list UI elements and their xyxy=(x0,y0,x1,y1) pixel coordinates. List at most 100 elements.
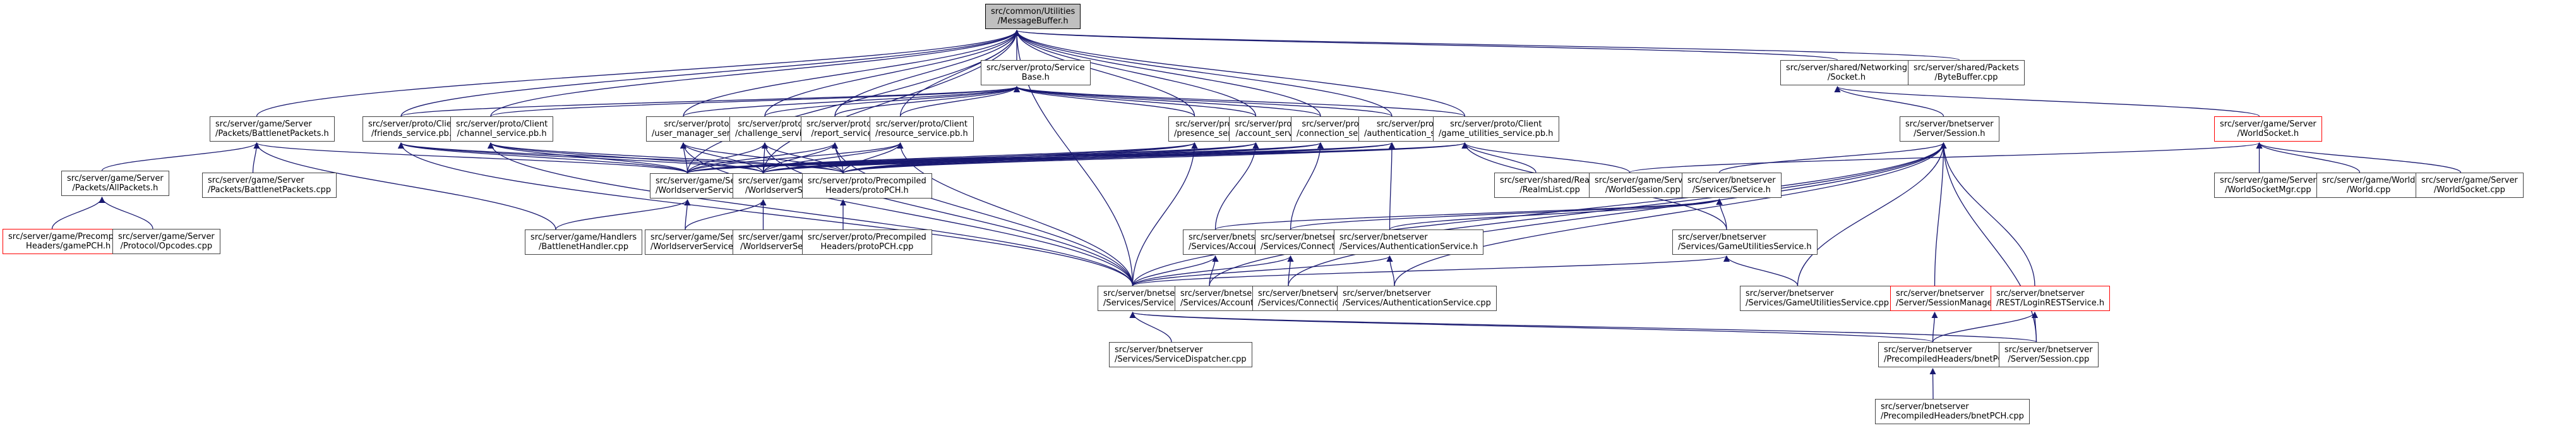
dependency-edge xyxy=(2256,142,2462,173)
graph-node-sessionmgr[interactable]: src/server/bnetserver/Server/SessionMana… xyxy=(1890,286,2009,311)
graph-node-bnetpackets-cpp[interactable]: src/server/game/Server/Packets/Battlenet… xyxy=(202,173,337,198)
graph-node-session-h[interactable]: src/server/bnetserver/Server/Session.h xyxy=(1900,116,1999,142)
dependency-edge xyxy=(1290,142,1324,230)
graph-node-world-cpp[interactable]: src/server/game/World/World.cpp xyxy=(2316,173,2421,198)
graph-node-resource[interactable]: src/server/proto/Client/resource_service… xyxy=(870,116,974,142)
graph-node-loginrest[interactable]: src/server/bnetserver/REST/LoginRESTServ… xyxy=(1991,286,2111,311)
dependency-edge xyxy=(686,142,838,174)
dependency-edge xyxy=(488,142,764,174)
graph-node-service-h[interactable]: src/server/bnetserver/Services/Service.h xyxy=(1682,173,1782,198)
node-label-line: /Services/GameUtilitiesService.h xyxy=(1678,242,1812,252)
dependency-edge xyxy=(842,142,1468,174)
dependency-edge xyxy=(1014,30,1393,117)
node-label-line: src/server/bnetserver xyxy=(1339,233,1428,242)
node-label-line: src/server/bnetserver xyxy=(1189,233,1277,242)
node-label-line: /Packets/BattlenetPackets.cpp xyxy=(208,185,332,195)
dependency-edge xyxy=(1014,86,1393,117)
graph-node-session-cpp[interactable]: src/server/bnetserver/Server/Session.cpp xyxy=(1999,342,2099,367)
graph-node-bytebuffer[interactable]: src/server/shared/Packets/ByteBuffer.cpp xyxy=(1908,60,2025,85)
node-label-line: /PrecompiledHeaders/bnetPCH.h xyxy=(1884,355,2018,364)
graph-node-friends[interactable]: src/server/proto/Client/friends_service.… xyxy=(362,116,466,142)
dependency-edge xyxy=(1389,199,1723,230)
node-label-line: /WorldSocket.cpp xyxy=(2433,185,2505,195)
graph-node-realmlist[interactable]: src/server/shared/Realm/RealmList.cpp xyxy=(1494,173,1606,198)
dependency-edge xyxy=(1629,142,2262,173)
dependency-edge xyxy=(252,142,260,173)
graph-node-opcodes[interactable]: src/server/game/Server/Protocol/Opcodes.… xyxy=(112,229,220,254)
dependency-edge xyxy=(1014,86,1466,117)
dependency-edge xyxy=(899,86,1020,117)
graph-node-svcdispatcher-cpp[interactable]: src/server/bnetserver/Services/ServiceDi… xyxy=(1109,342,1252,367)
dependency-edge xyxy=(762,30,1020,174)
graph-node-allpackets[interactable]: src/server/game/Server/Packets/AllPacket… xyxy=(61,171,169,196)
node-label-line: /REST/LoginRESTService.h xyxy=(1996,298,2105,308)
node-label-line: src/server/game/World xyxy=(2322,176,2416,185)
node-label-line: Base.h xyxy=(1021,73,1050,82)
dependency-edge xyxy=(2032,312,2039,343)
graph-node-bnethandler[interactable]: src/server/game/Handlers/BattlenetHandle… xyxy=(525,229,643,255)
graph-node-worldsession[interactable]: src/server/game/Server/WorldSession.cpp xyxy=(1589,173,1697,198)
node-label-line: /friends_service.pb.h xyxy=(371,129,457,138)
dependency-edge xyxy=(1716,199,1727,230)
node-label-line: /Server/Session.cpp xyxy=(2008,355,2090,364)
node-label-line: src/server/bnetserver xyxy=(1881,402,1969,412)
dependency-edge xyxy=(1130,312,1934,343)
dependency-edge xyxy=(1288,142,1947,286)
graph-node-authsvc-h[interactable]: src/server/bnetserver/Services/Authentic… xyxy=(1334,229,1484,255)
node-label-line: /RealmList.cpp xyxy=(1519,185,1580,195)
node-label-line: src/server/shared/Networking xyxy=(1786,63,1907,73)
node-label-line: src/server/bnetserver xyxy=(1343,289,1431,298)
dependency-edge xyxy=(1129,312,1172,343)
dependency-edge xyxy=(1209,142,1947,286)
dependency-edge xyxy=(2256,142,2361,173)
node-label-line: /Server/SessionManager.h xyxy=(1896,298,2003,308)
dependency-edge xyxy=(1934,142,1947,286)
graph-node-bnetpackets-h[interactable]: src/server/game/Server/Packets/Battlenet… xyxy=(210,116,335,142)
node-label-line: src/server/game/Server xyxy=(208,176,304,185)
graph-node-root[interactable]: src/common/Utilities/MessageBuffer.h xyxy=(985,4,1081,29)
dependency-edge xyxy=(1014,86,1257,117)
graph-node-gameutilsvc-cpp[interactable]: src/server/bnetserver/Services/GameUtili… xyxy=(1740,286,1895,311)
dependency-edge xyxy=(764,86,1020,117)
node-label-line: src/server/bnetserver xyxy=(1103,289,1192,298)
node-label-line: src/server/bnetserver xyxy=(1905,119,1994,129)
node-label-line: /ByteBuffer.cpp xyxy=(1934,73,1998,82)
dependency-edge xyxy=(1388,142,1395,230)
dependency-edge xyxy=(1932,312,2038,343)
node-label-line: /WorldSocketMgr.cpp xyxy=(2225,185,2311,195)
graph-node-gameutilsvc-h[interactable]: src/server/bnetserver/Services/GameUtili… xyxy=(1672,229,1818,255)
node-label-line: src/server/bnetserver xyxy=(1261,233,1349,242)
dependency-edge xyxy=(398,142,688,174)
graph-node-worldsocket-h[interactable]: src/server/game/Server/WorldSocket.h xyxy=(2214,116,2322,142)
graph-node-socket[interactable]: src/server/shared/Networking/Socket.h xyxy=(1780,60,1913,85)
dependency-edge xyxy=(256,30,1020,117)
dependency-edge xyxy=(680,142,1134,286)
graph-node-bnetpch-cpp[interactable]: src/server/bnetserver/PrecompiledHeaders… xyxy=(1875,399,2030,424)
dependency-edge xyxy=(686,142,904,174)
node-label-line: Headers/protoPCH.cpp xyxy=(820,242,914,252)
node-label-line: src/server/bnetserver xyxy=(1996,289,2085,298)
graph-node-authsvc-cpp[interactable]: src/server/bnetserver/Services/Authentic… xyxy=(1337,286,1497,311)
graph-node-gameutil[interactable]: src/server/proto/Client/game_utilities_s… xyxy=(1433,116,1559,142)
node-label-line: /Server/Session.h xyxy=(1914,129,1986,138)
dependency-edge xyxy=(1132,142,1947,286)
node-label-line: src/server/bnetserver xyxy=(1678,233,1766,242)
node-label-line: src/server/game/Server xyxy=(2220,119,2316,129)
dependency-edge xyxy=(684,199,691,230)
dependency-edge xyxy=(1014,30,1838,61)
node-label-line: src/server/game/Server xyxy=(215,119,312,129)
node-label-line: /Services/GameUtilitiesService.cpp xyxy=(1746,298,1890,308)
node-label-line: src/server/proto/Precompiled xyxy=(808,176,926,186)
dependency-edge xyxy=(253,142,688,174)
graph-node-channel[interactable]: src/server/proto/Client/channel_service.… xyxy=(450,116,554,142)
node-label-line: /PrecompiledHeaders/bnetPCH.cpp xyxy=(1881,412,2024,421)
dependency-edge xyxy=(1940,142,2037,343)
graph-node-worldsocketmgr[interactable]: src/server/game/Server/WorldSocketMgr.cp… xyxy=(2214,173,2322,198)
node-label-line: src/server/game/Server xyxy=(1595,176,1691,185)
dependency-edge xyxy=(1130,312,2037,343)
graph-node-worldsocket-cpp[interactable]: src/server/game/Server/WorldSocket.cpp xyxy=(2416,173,2524,198)
